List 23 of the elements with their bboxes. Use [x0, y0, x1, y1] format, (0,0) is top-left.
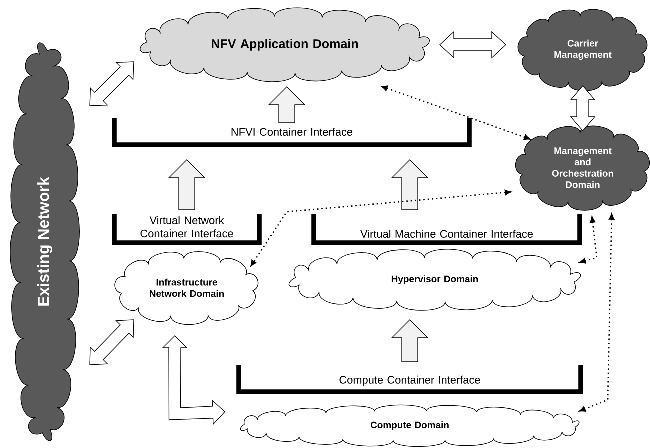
domain-cloud: Infrastructure Network Domain: [114, 252, 259, 326]
dotted-arrow: [580, 214, 615, 412]
interface-bracket: Virtual Machine Container Interface: [312, 214, 582, 246]
interface-bracket: Compute Container Interface: [236, 365, 584, 394]
block-arrow: [268, 86, 306, 124]
domain-cloud: Hypervisor Domain: [288, 249, 582, 311]
block-arrow: [391, 160, 429, 210]
domain-cloud: Compute Domain: [240, 404, 580, 448]
block-arrow: [440, 31, 506, 59]
block-arrow: [162, 336, 226, 426]
block-arrow: [391, 320, 429, 362]
domain-cloud: Management and Orchestration Domain: [515, 126, 650, 211]
domain-cloud: Existing Network: [10, 42, 80, 442]
block-arrow: [90, 62, 134, 106]
dotted-arrow: [250, 190, 512, 267]
interface-bracket: NFVI Container Interface: [112, 118, 472, 148]
dotted-arrow: [382, 86, 530, 140]
dotted-arrow: [580, 216, 598, 264]
block-arrow: [168, 160, 206, 210]
interface-bracket: Virtual Network Container Interface: [112, 214, 262, 246]
block-arrow: [90, 320, 134, 366]
domain-cloud: NFV Application Domain: [140, 8, 430, 82]
domain-cloud: Carrier Management: [518, 9, 648, 92]
